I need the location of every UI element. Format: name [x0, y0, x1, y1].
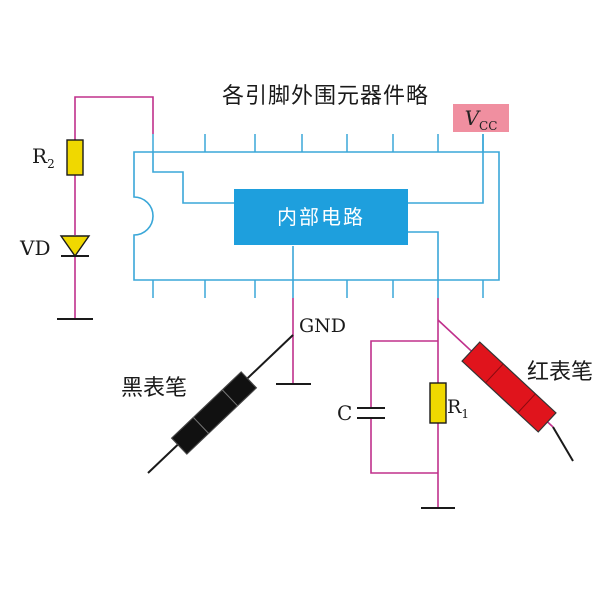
internal-circuit-label: 内部电路 — [277, 205, 365, 229]
internal-traces — [152, 134, 484, 298]
r2-label: R2 — [32, 146, 55, 170]
r2-resistor — [66, 139, 84, 176]
vcc-label: VCC — [453, 104, 509, 133]
vd-label: VD — [20, 236, 51, 260]
gnd-label: GND — [299, 315, 347, 337]
ic-top-pins — [152, 134, 484, 152]
red-probe-label: 红表笔 — [527, 360, 594, 385]
r2-sub: 2 — [47, 157, 55, 171]
vcc-sub: CC — [479, 119, 498, 133]
ic-bottom-pins — [152, 280, 484, 298]
red-probe-icon — [461, 341, 574, 462]
ground-symbols — [57, 318, 455, 509]
vcc-main: V — [464, 106, 480, 130]
internal-circuit-block — [234, 189, 408, 245]
r1-label: R1 — [447, 398, 469, 420]
capacitor-c — [357, 407, 385, 419]
r2-main: R — [32, 144, 48, 168]
black-probe-label: 黑表笔 — [121, 376, 188, 401]
diagram-title: 各引脚外围元器件略 — [222, 84, 430, 109]
black-probe-icon — [147, 334, 294, 474]
capacitor-label: C — [337, 401, 353, 425]
r1-main: R — [447, 396, 462, 418]
r1-sub: 1 — [461, 406, 469, 421]
r1-resistor — [429, 382, 447, 424]
vd-diode-icon — [59, 235, 91, 258]
